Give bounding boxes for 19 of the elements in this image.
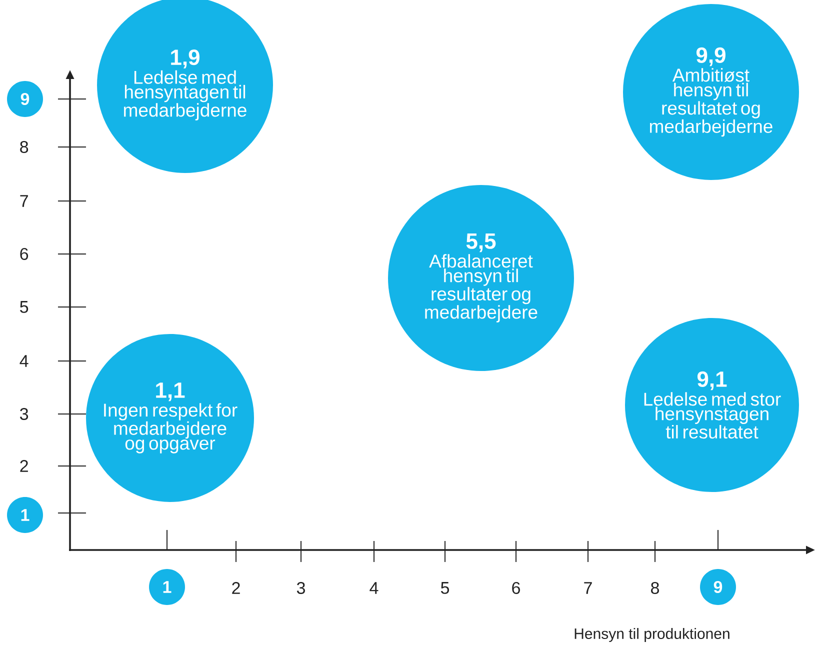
tick-label: 8 [651, 582, 659, 594]
tick-label: 2 [20, 460, 28, 472]
tick-label: 5 [440, 582, 449, 594]
tick-label: 6 [20, 248, 28, 260]
tick-label: 5 [20, 301, 28, 313]
axis-title: Hensyn til produktionen [574, 628, 730, 642]
number-badge: 9 [700, 568, 736, 605]
tick-label: 7 [20, 195, 28, 207]
tick-label: 3 [20, 408, 28, 420]
tick-label: 4 [20, 355, 28, 367]
tick-label: 4 [370, 582, 378, 594]
number-badge: 9 [7, 81, 43, 117]
number-badge: 1 [7, 496, 43, 533]
tick-label: 6 [512, 582, 520, 594]
number-badge: 1 [149, 568, 185, 605]
tick-label: 7 [584, 582, 592, 594]
tick-label: 8 [20, 140, 28, 154]
tick-label: 2 [232, 582, 240, 594]
tick-label: 3 [296, 582, 305, 594]
